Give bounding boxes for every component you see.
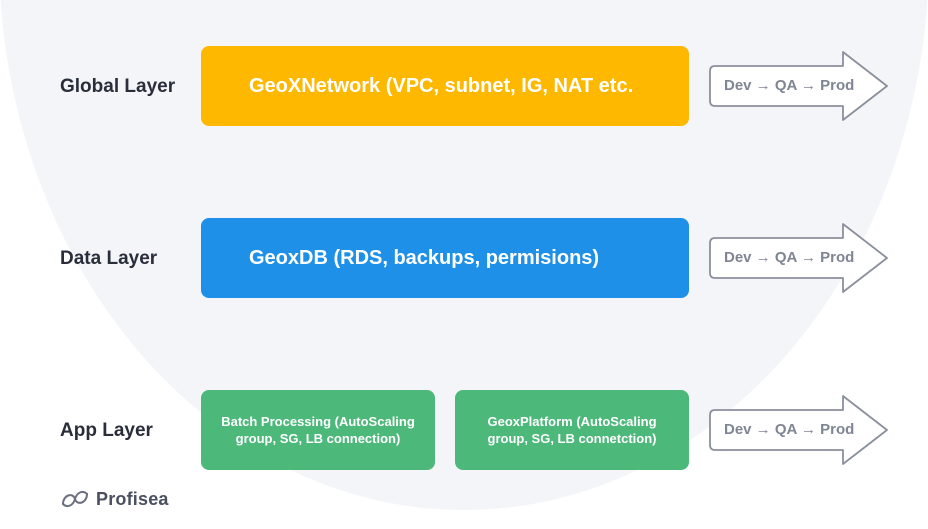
promotion-arrow-global: Dev → QA → Prod xyxy=(708,50,890,122)
profisea-logo: Profisea xyxy=(60,488,169,510)
global-network-text: GeoXNetwork (VPC, subnet, IG, NAT etc. xyxy=(249,74,634,97)
profisea-logo-icon xyxy=(62,490,88,508)
promotion-text-data: Dev → QA → Prod xyxy=(724,249,855,266)
batch-processing-box: Batch Processing (AutoScaling group, SG,… xyxy=(201,390,435,470)
layer-label-global: Global Layer xyxy=(60,76,176,97)
geox-platform-box: GeoxPlatform (AutoScaling group, SG, LB … xyxy=(455,390,689,470)
promotion-arrow-app: Dev → QA → Prod xyxy=(708,394,890,466)
geox-platform-text: GeoxPlatform (AutoScaling group, SG, LB … xyxy=(487,414,657,446)
promotion-text-app: Dev → QA → Prod xyxy=(724,421,855,438)
data-db-text: GeoxDB (RDS, backups, permisions) xyxy=(249,246,600,269)
arrow-outline-icon xyxy=(709,51,888,121)
profisea-logo-text: Profisea xyxy=(96,488,169,509)
global-network-box: GeoXNetwork (VPC, subnet, IG, NAT etc. xyxy=(201,46,689,126)
data-db-box: GeoxDB (RDS, backups, permisions) xyxy=(201,218,689,298)
layer-label-data: Data Layer xyxy=(60,248,158,269)
promotion-arrow-data: Dev → QA → Prod xyxy=(708,222,890,294)
promotion-text-global: Dev → QA → Prod xyxy=(724,77,855,94)
arrow-outline-icon xyxy=(709,223,888,293)
layer-label-app: App Layer xyxy=(60,420,153,441)
arrow-outline-icon xyxy=(709,395,888,465)
batch-processing-text: Batch Processing (AutoScaling group, SG,… xyxy=(221,414,415,446)
